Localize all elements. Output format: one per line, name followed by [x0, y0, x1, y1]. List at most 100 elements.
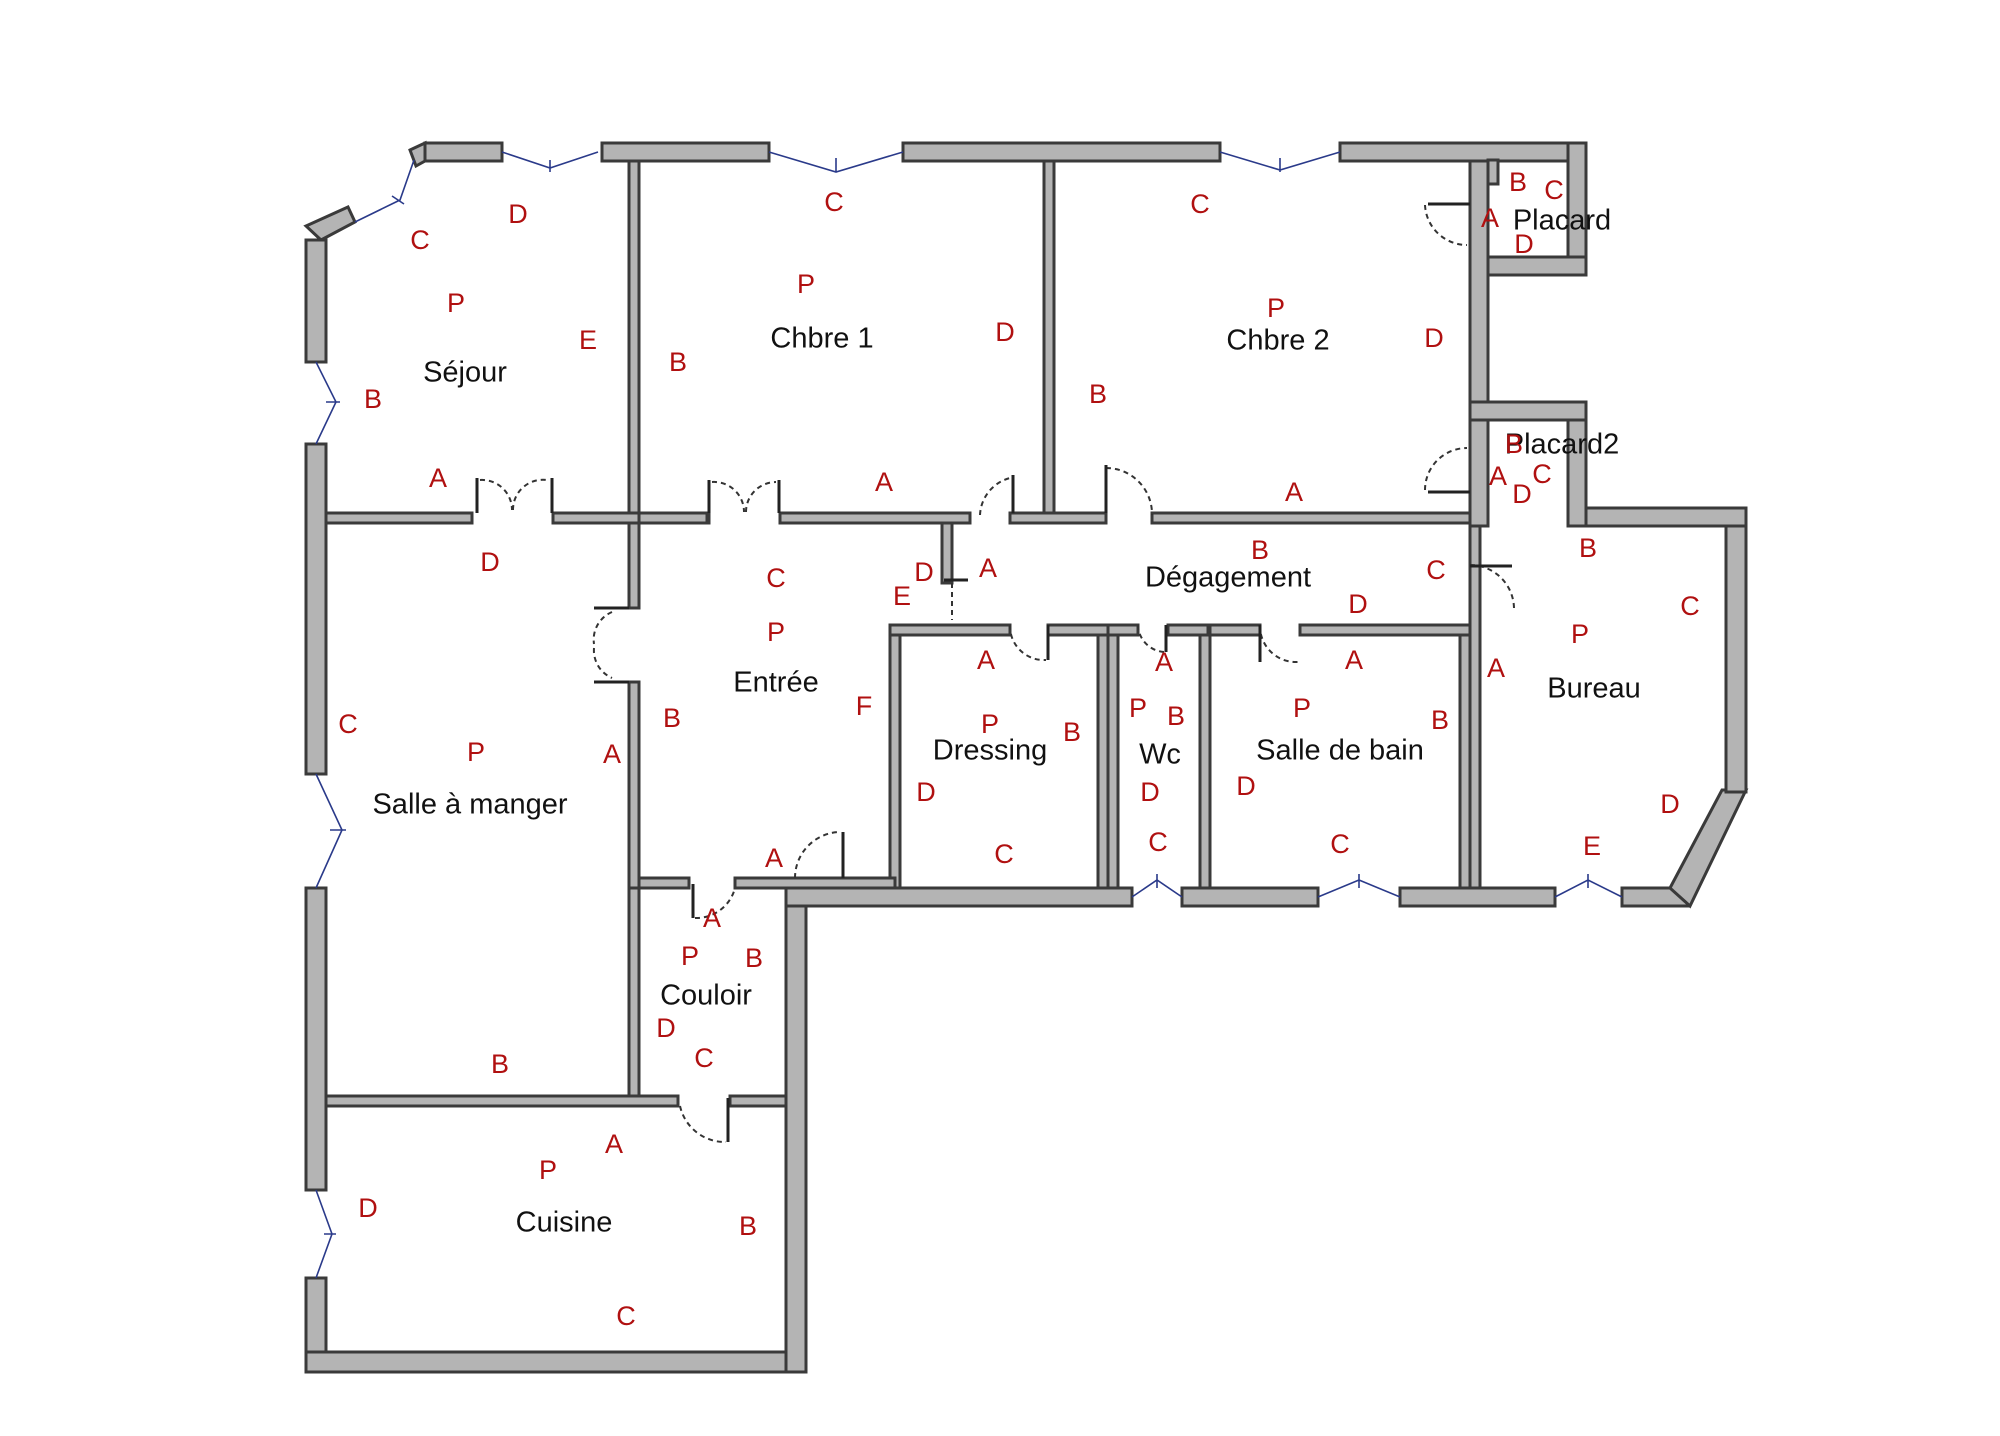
marker-f: F — [856, 691, 873, 721]
marker-b: B — [1251, 535, 1269, 565]
room-placard: Placard — [1513, 205, 1611, 237]
marker-b: B — [1167, 701, 1185, 731]
windows — [315, 151, 1623, 1279]
marker-p: P — [467, 737, 485, 767]
wall-wc-top — [1106, 623, 1140, 637]
wall-sejour-bottom-2 — [551, 511, 711, 525]
marker-p: P — [447, 288, 465, 318]
door-dressing — [1008, 624, 1047, 662]
window-sejour-top — [501, 151, 599, 172]
wall-left-2 — [304, 442, 328, 776]
marker-a: A — [603, 739, 621, 769]
marker-c: C — [338, 709, 358, 739]
room-couloir: Couloir — [660, 980, 752, 1012]
marker-b: B — [1063, 717, 1081, 747]
marker-b: B — [739, 1211, 757, 1241]
wall-left-1 — [304, 238, 328, 364]
room-entree: Entrée — [733, 667, 818, 699]
marker-d: D — [1424, 323, 1444, 353]
marker-c: C — [1190, 189, 1210, 219]
wall-deg-left — [940, 521, 954, 585]
marker-d: D — [508, 199, 528, 229]
wall-sejour-bottom-1 — [324, 511, 474, 525]
wall-bottom-cuisine — [304, 1350, 808, 1374]
wall-bureau-right — [1724, 506, 1748, 794]
room-degagement: Dégagement — [1145, 562, 1311, 594]
marker-a: A — [1481, 203, 1499, 233]
wall-placard2-top — [1468, 400, 1588, 422]
door-sam-entree — [592, 611, 613, 679]
wall-bureau-left — [1468, 524, 1482, 890]
marker-a: A — [1285, 477, 1303, 507]
wall-dressing-top-1 — [888, 623, 1012, 637]
door-couloir-top — [694, 887, 736, 920]
walls — [303, 140, 1749, 1374]
marker-b: B — [1509, 167, 1527, 197]
room-salle-de-bain: Salle de bain — [1256, 735, 1424, 767]
marker-d: D — [914, 557, 934, 587]
wall-couloir-bottom-1 — [324, 1094, 680, 1108]
marker-d: D — [1348, 589, 1368, 619]
marker-c: C — [410, 225, 430, 255]
marker-p: P — [1129, 693, 1147, 723]
marker-a: A — [1345, 645, 1363, 675]
door-degagement-left — [979, 477, 1011, 516]
wall-dressing-left — [888, 623, 902, 890]
doors — [475, 202, 1516, 1144]
wall-couloir-bottom-2 — [728, 1094, 788, 1108]
marker-a: A — [1155, 647, 1173, 677]
marker-d: D — [1140, 777, 1160, 807]
window-cuisine-left — [315, 1189, 336, 1279]
room-placard2: Placard2 — [1505, 429, 1619, 461]
marker-d: D — [480, 547, 500, 577]
wall-top-1 — [423, 141, 504, 163]
marker-e: E — [893, 581, 911, 611]
marker-d: D — [1236, 771, 1256, 801]
wall-sejour-chbre1 — [627, 159, 641, 525]
wall-couloir-left — [627, 886, 641, 1098]
room-chbre1: Chbre 1 — [770, 323, 873, 355]
wall-wc-sdb-1 — [1106, 623, 1120, 890]
marker-b: B — [1089, 379, 1107, 409]
wall-bureau-top — [1583, 506, 1748, 528]
marker-d: D — [656, 1013, 676, 1043]
room-wc: Wc — [1139, 739, 1181, 771]
marker-b: B — [1505, 429, 1523, 459]
wall-top-2 — [600, 141, 771, 163]
marker-b: B — [1579, 533, 1597, 563]
wall-chbre1-bottom-1 — [637, 511, 709, 525]
door-placard2 — [1424, 447, 1468, 491]
window-wc-bottom — [1131, 874, 1183, 898]
wall-placard-div — [1486, 158, 1500, 186]
wall-top-3 — [901, 141, 1222, 163]
marker-b: B — [745, 943, 763, 973]
marker-c: C — [1148, 827, 1168, 857]
marker-p: P — [767, 617, 785, 647]
wall-bottom-1 — [784, 886, 1134, 908]
room-dressing: Dressing — [933, 735, 1047, 767]
marker-c: C — [824, 187, 844, 217]
marker-c: C — [994, 839, 1014, 869]
marker-p: P — [981, 709, 999, 739]
room-salle-a-manger: Salle à manger — [372, 789, 567, 821]
marker-b: B — [663, 703, 681, 733]
marker-d: D — [1512, 479, 1532, 509]
room-cuisine: Cuisine — [516, 1207, 613, 1239]
marker-b: B — [669, 347, 687, 377]
marker-a: A — [605, 1129, 623, 1159]
marker-a: A — [703, 903, 721, 933]
window-sejour-left — [315, 361, 340, 445]
door-chbre1 — [711, 480, 777, 513]
room-chbre2: Chbre 2 — [1226, 325, 1329, 357]
marker-a: A — [1487, 653, 1505, 683]
marker-c: C — [766, 563, 786, 593]
door-chbre2 — [1105, 467, 1154, 516]
marker-a: A — [979, 553, 997, 583]
door-wc — [1137, 624, 1165, 653]
marker-a: A — [765, 843, 783, 873]
marker-d: D — [995, 317, 1015, 347]
wall-chbre1-chbre2 — [1042, 159, 1056, 525]
marker-p: P — [539, 1155, 557, 1185]
marker-c: C — [694, 1043, 714, 1073]
window-chbre1-top — [768, 151, 904, 173]
